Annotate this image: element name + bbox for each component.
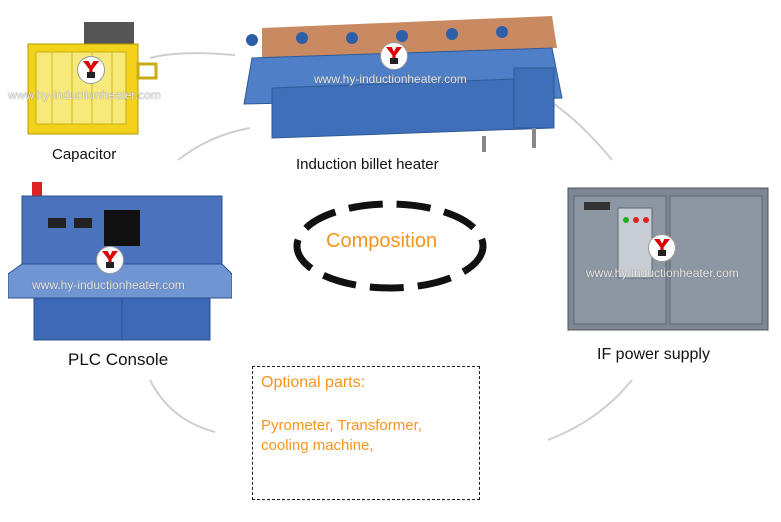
- brand-logo-icon: [96, 246, 124, 274]
- if-power-supply-image: www.hy-inductionheater.com: [566, 186, 772, 334]
- plc-console-image: www.hy-inductionheater.com: [7, 178, 233, 343]
- optional-parts-line: Pyrometer, Transformer,: [261, 417, 422, 434]
- watermark-text: www.hy-inductionheater.com: [32, 278, 185, 292]
- optional-parts-box: Optional parts: Pyrometer, Transformer, …: [252, 366, 480, 500]
- watermark-text: www.hy-inductionheater.com: [314, 72, 467, 86]
- optional-parts-heading: Optional parts:: [261, 374, 366, 391]
- composition-ellipse: [293, 200, 487, 292]
- watermark-text: www.hy-inductionheater.com: [8, 88, 161, 102]
- optional-parts-line: cooling machine,: [261, 437, 374, 454]
- billet-heater-label: Induction billet heater: [296, 156, 439, 173]
- brand-logo-icon: [380, 42, 408, 70]
- capacitor-image: www.hy-inductionheater.com: [8, 20, 162, 140]
- brand-logo-icon: [648, 234, 676, 262]
- billet-heater-image: www.hy-inductionheater.com: [232, 8, 572, 156]
- composition-title: Composition: [326, 230, 438, 252]
- plc-console-label: PLC Console: [68, 350, 169, 369]
- if-power-supply-label: IF power supply: [597, 346, 710, 363]
- capacitor-label: Capacitor: [52, 146, 117, 163]
- watermark-text: www.hy-inductionheater.com: [586, 266, 739, 280]
- brand-logo-icon: [77, 56, 105, 84]
